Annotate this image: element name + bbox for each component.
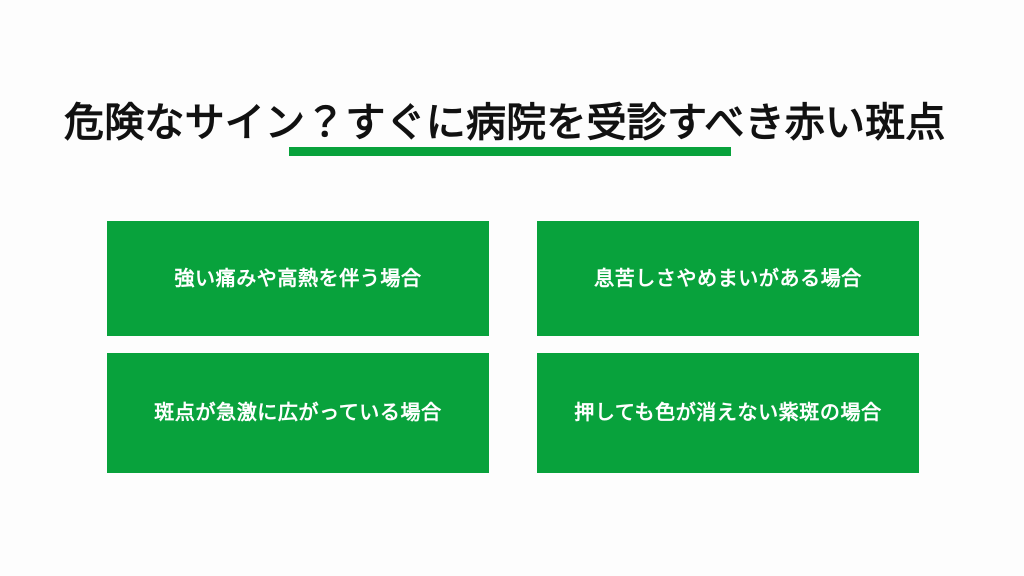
- warning-card-1[interactable]: 強い痛みや高熱を伴う場合: [107, 221, 489, 336]
- title-underline-bar: [289, 147, 731, 156]
- page-title: 危険なサイン？すぐに病院を受診すべき赤い斑点: [64, 100, 946, 145]
- warning-card-3[interactable]: 斑点が急激に広がっている場合: [107, 353, 489, 473]
- warning-card-3-label: 斑点が急激に広がっている場合: [154, 402, 442, 424]
- warning-card-2-label: 息苦しさやめまいがある場合: [594, 267, 862, 290]
- warning-card-2[interactable]: 息苦しさやめまいがある場合: [537, 221, 919, 336]
- warning-card-4-label: 押しても色が消えない紫斑の場合: [574, 402, 882, 424]
- warning-sign-card-grid: 強い痛みや高熱を伴う場合 息苦しさやめまいがある場合 斑点が急激に広がっている場…: [107, 221, 919, 473]
- warning-card-4[interactable]: 押しても色が消えない紫斑の場合: [537, 353, 919, 473]
- warning-card-1-label: 強い痛みや高熱を伴う場合: [174, 267, 422, 290]
